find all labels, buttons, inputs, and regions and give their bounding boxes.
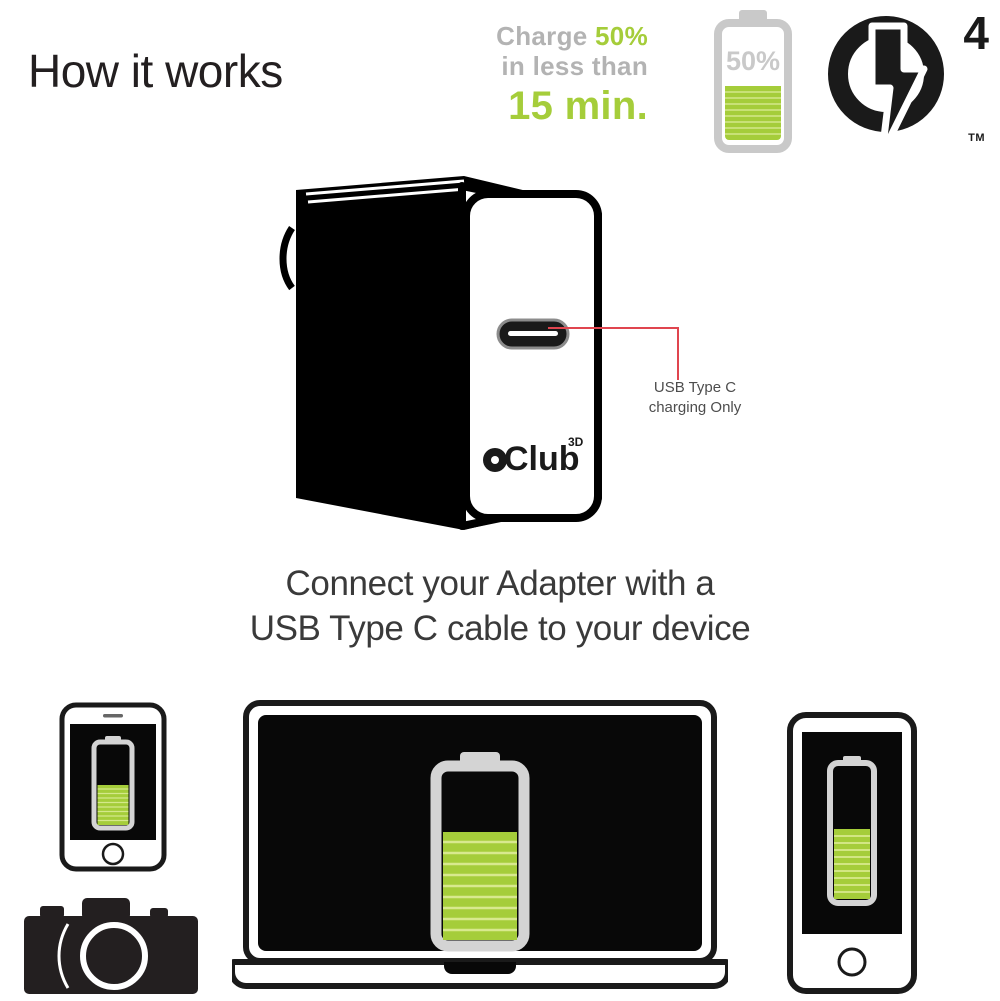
adapter-front-panel [462,190,602,522]
adapter-edge-line-2 [307,187,467,204]
laptop-notch [444,962,516,974]
charge-claim-line-2: in less than [501,50,648,81]
club3d-wordmark: Club [504,440,580,478]
tablet-home-button [837,947,867,977]
camera-viewfinder [82,898,130,920]
battery-percent-label: 50% [726,46,780,76]
adapter-side-loop [279,226,296,291]
caption-line-2: USB Type C cable to your device [249,608,751,648]
laptop-icon [229,700,731,992]
camera-lens [80,922,148,990]
laptop-battery-icon [430,752,530,952]
phone-home-button [101,842,125,866]
page-title: How it works [28,45,283,97]
adapter-svg: Club 3D [279,176,602,530]
camera-body [24,916,198,994]
smartphone-icon [58,702,168,872]
charge-claim-line-3: 15 min. [508,83,648,128]
caption-line-1: Connect your Adapter with a [285,564,715,603]
tablet-svg [787,712,917,994]
charge-claim-prefix: Charge [496,21,596,51]
camera-right-nub [150,908,168,918]
laptop-svg [229,700,731,989]
laptop-battery-outline [430,760,530,952]
lightning-bolt-icon [868,22,928,158]
smartphone-svg [59,702,167,872]
tablet-icon [786,712,918,994]
camera-grip-arc [57,923,70,989]
tablet-battery-outline [827,760,877,906]
charge-claim-percent: 50% [595,21,648,51]
phone-speaker [103,714,123,718]
instruction-caption: Connect your Adapter with a USB Type C c… [0,562,1000,652]
phone-battery-icon [91,736,135,831]
camera-icon [22,896,200,996]
battery-50-svg: 50% [714,10,792,153]
club3d-logo: Club 3D [483,435,584,478]
club3d-superscript: 3D [568,435,584,449]
adapter-edge-line-1 [305,179,465,196]
charge-claim-block: Charge 50% in less than 15 min. [398,21,648,128]
camera-left-nub [40,906,64,918]
quick-charge-4-logo: 4 TM [820,6,995,158]
battery-50-icon: 50% [712,8,794,156]
tablet-battery-icon [827,756,877,906]
callout-line-1: USB Type C [653,379,737,396]
usb-c-power-adapter: Club 3D [276,168,616,540]
charge-claim-line-1: Charge 50% [398,21,648,52]
qc-logo-svg [828,16,944,158]
callout-label: USB Type C charging Only [600,378,790,419]
camera-svg [24,898,198,994]
callout-leader-path [548,327,679,380]
callout-leader-line [548,327,679,380]
qc-superscript: 4 [963,7,989,59]
battery-fill [725,86,781,140]
battery-outline [714,19,792,153]
callout-line-2: charging Only [648,399,742,417]
qc-trademark: TM [968,132,985,144]
